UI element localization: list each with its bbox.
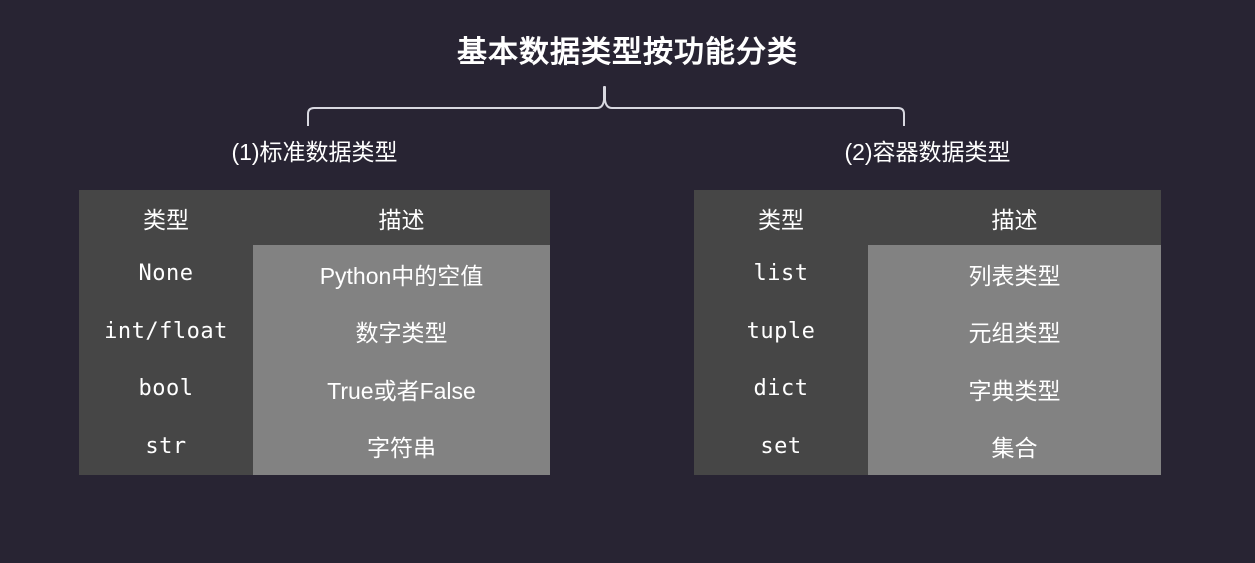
- table-row-type: bool: [138, 376, 194, 402]
- column-header-description: 描述: [378, 207, 425, 233]
- table-row-type: None: [138, 261, 194, 287]
- column-header-description: 描述: [991, 207, 1038, 233]
- table-row-description: Python中的空值: [319, 262, 484, 289]
- table-row-description: 字典类型: [968, 377, 1061, 404]
- group-label-container: (2)容器数据类型: [844, 139, 1011, 165]
- table-row-type: tuple: [746, 318, 816, 344]
- column-header-type: 类型: [143, 207, 189, 233]
- description-column-panel: [868, 245, 1161, 475]
- column-header-type: 类型: [758, 207, 804, 233]
- table-row-description: 集合: [991, 435, 1038, 462]
- table-row-type: dict: [753, 376, 809, 402]
- table-standard-types: 类型 描述 None Python中的空值 int/float 数字类型 boo…: [79, 190, 550, 475]
- table-row-description: 列表类型: [968, 262, 1061, 289]
- table-row-type: int/float: [104, 318, 228, 344]
- table-row-description: True或者False: [327, 377, 476, 404]
- table-row-description: 元组类型: [968, 320, 1061, 347]
- group-label-standard: (1)标准数据类型: [231, 139, 398, 165]
- table-row-type: set: [760, 433, 802, 459]
- table-row-description: 字符串: [367, 435, 436, 462]
- table-row-type: str: [145, 433, 187, 459]
- table-row-type: list: [753, 261, 809, 287]
- bracket-connector: [300, 84, 912, 126]
- description-column-panel: [253, 245, 550, 475]
- table-row-description: 数字类型: [355, 320, 448, 347]
- table-container-types: 类型 描述 list 列表类型 tuple 元组类型 dict 字典类型 set…: [694, 190, 1161, 475]
- page-title: 基本数据类型按功能分类: [457, 36, 798, 69]
- bracket-icon: [307, 86, 905, 126]
